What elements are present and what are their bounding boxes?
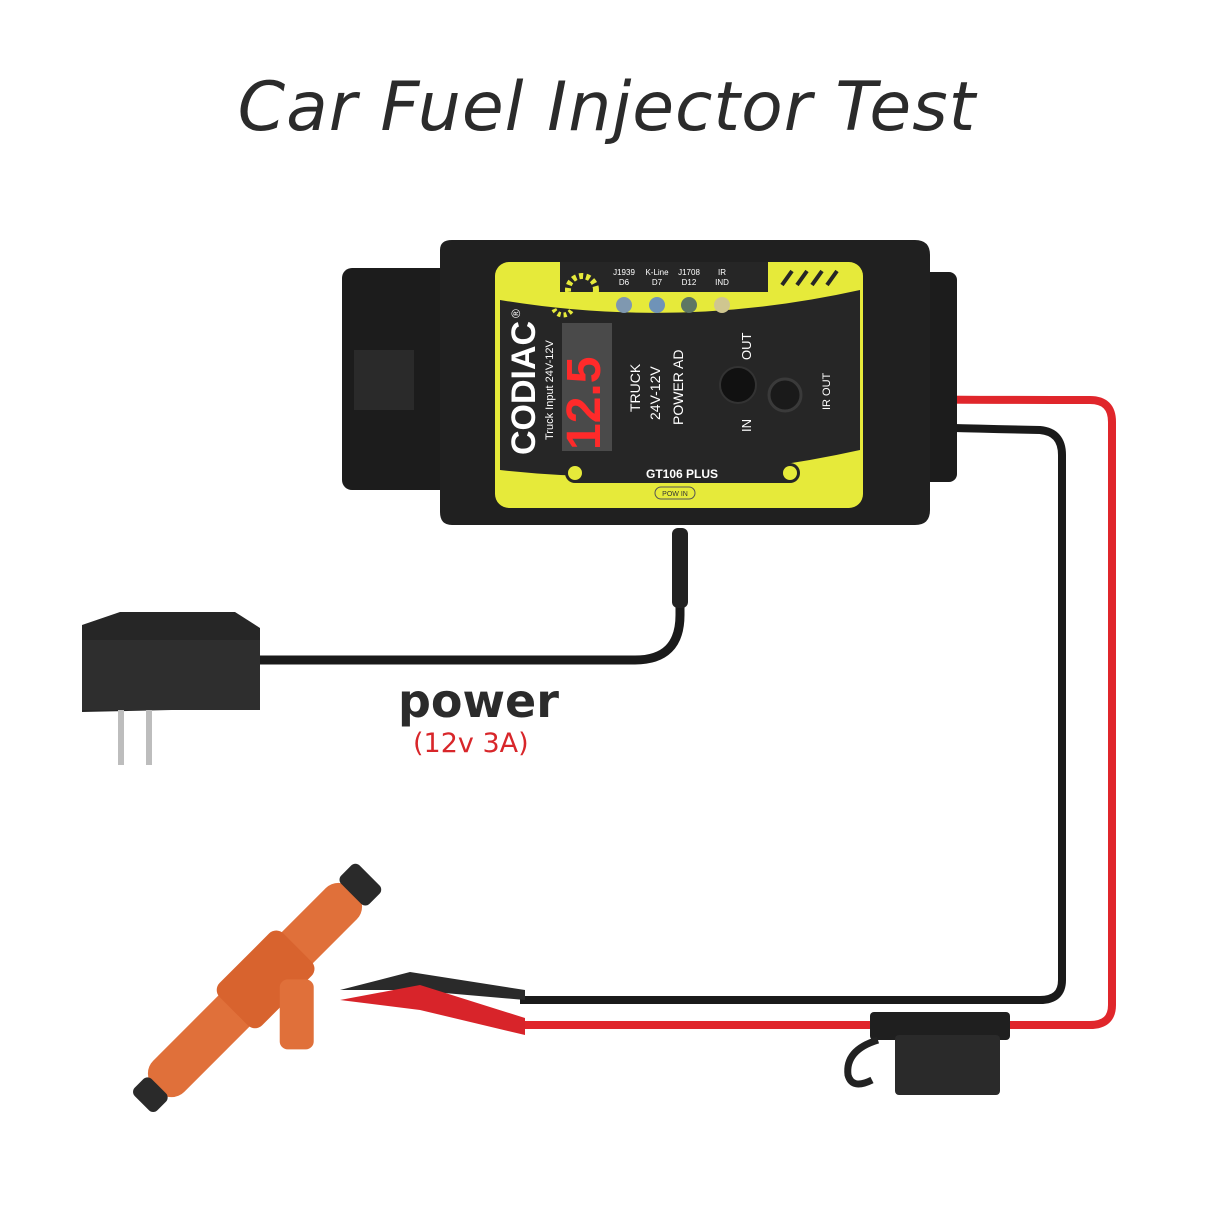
gear-icon — [565, 273, 599, 307]
pow-in-label: POW IN — [662, 491, 688, 498]
mode-power-ad: POWER AD — [670, 350, 686, 425]
adapter-prong — [118, 710, 124, 765]
status-led — [681, 297, 697, 313]
output-jack — [767, 377, 803, 413]
power-cable — [255, 540, 685, 665]
status-led — [649, 297, 665, 313]
power-plug — [672, 528, 688, 608]
page-title: Car Fuel Injector Test — [237, 68, 977, 147]
voltage-display — [562, 323, 612, 451]
fuel-injector — [133, 863, 382, 1112]
ir-out-label: IR OUT — [821, 372, 833, 410]
led-label-top: J1708 — [678, 268, 700, 277]
mode-voltage: 24V-12V — [647, 366, 663, 420]
led-label-bottom: D12 — [682, 278, 697, 287]
power-spec: (12v 3A) — [413, 728, 529, 759]
mode-truck: TRUCK — [627, 363, 643, 412]
adapter-prong — [146, 710, 152, 765]
registered-mark: ® — [509, 309, 523, 318]
power-label: power — [398, 674, 559, 728]
led-label-top: IR — [718, 268, 726, 277]
led-label-bottom: D7 — [652, 278, 663, 287]
gear-icon — [550, 292, 576, 318]
model-name: GT106 PLUS — [646, 467, 718, 481]
model-bar — [565, 463, 800, 483]
brand-logo: CODIAC — [505, 321, 543, 455]
black-clip — [340, 972, 525, 1000]
mode-button[interactable] — [719, 366, 757, 404]
status-led — [714, 297, 730, 313]
status-led — [616, 297, 632, 313]
red-clip — [340, 985, 525, 1035]
out-label: OUT — [739, 333, 754, 361]
fuse-holder — [844, 1012, 1010, 1095]
led-label-top: J1939 — [613, 268, 635, 277]
display-value: 12.5 — [558, 357, 611, 450]
led-label-top: K-Line — [645, 268, 669, 277]
input-note: Truck Input 24V-12V — [544, 339, 556, 440]
power-adapter — [82, 612, 260, 765]
in-label: IN — [739, 419, 754, 432]
led-label-bottom: IND — [715, 278, 729, 287]
led-label-bottom: D6 — [619, 278, 630, 287]
